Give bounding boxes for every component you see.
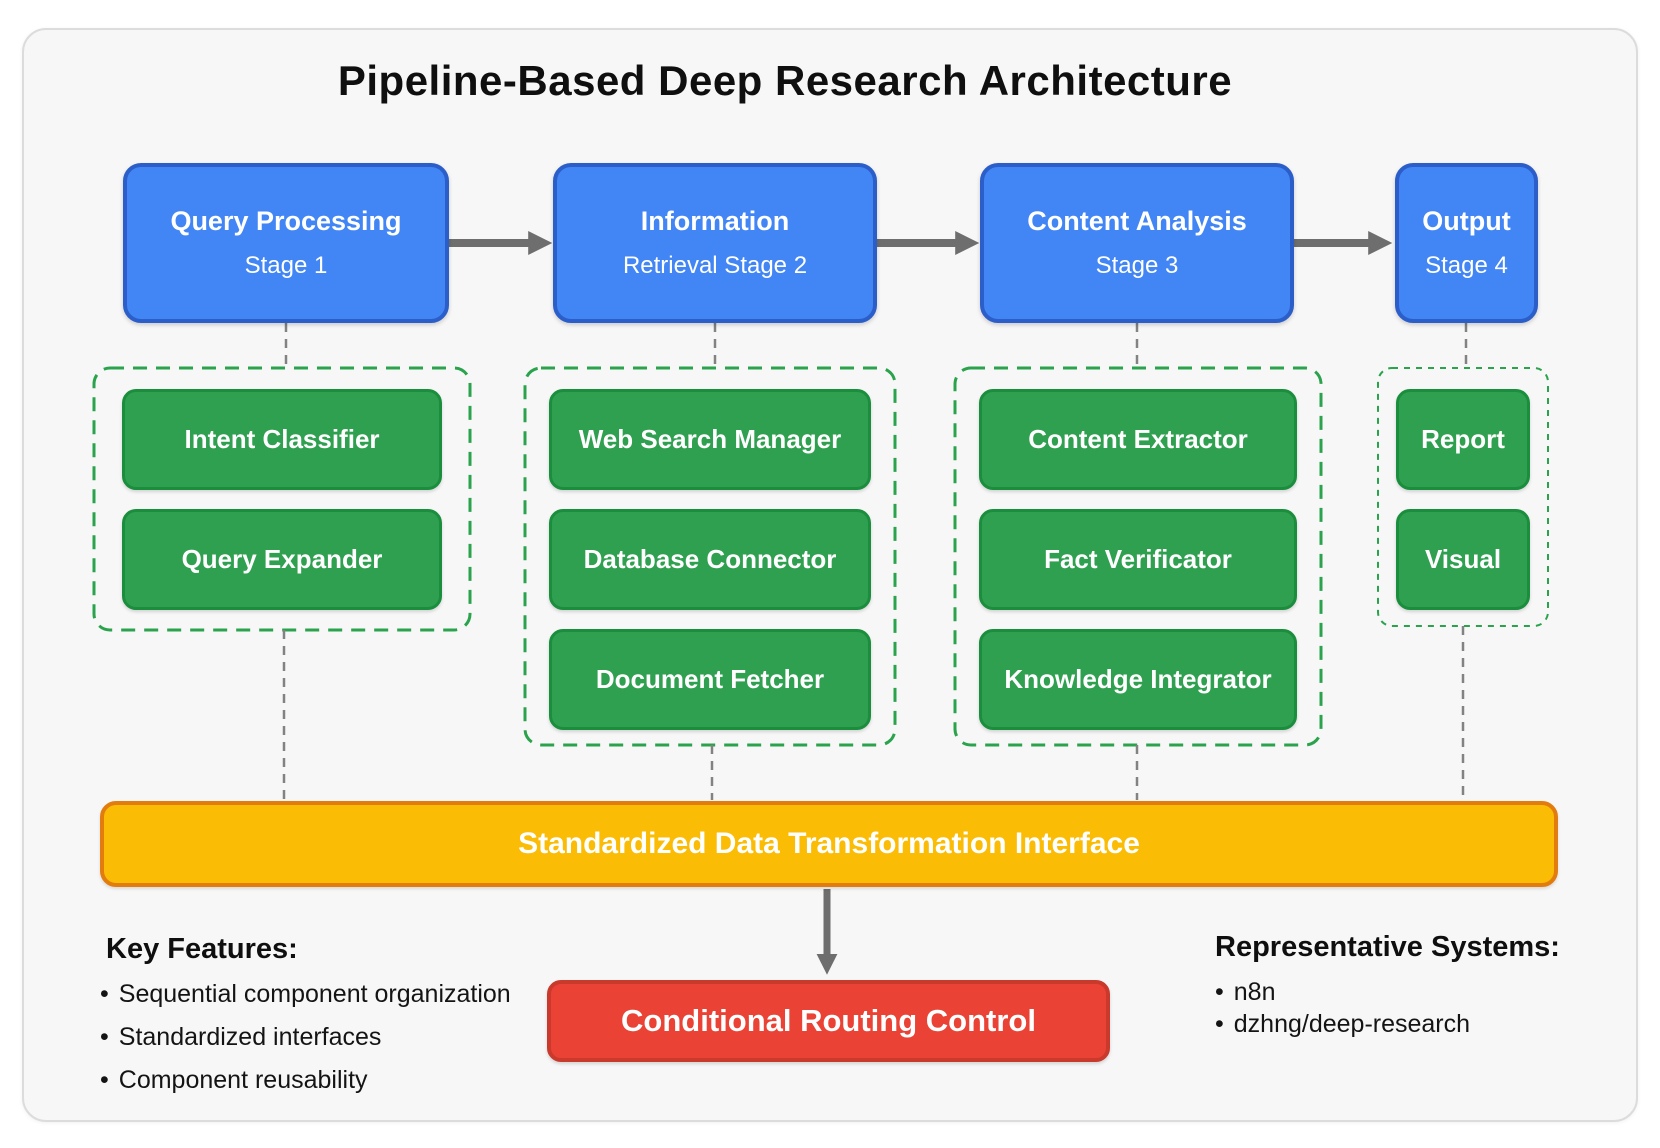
stage-box-content-analysis: Content Analysis Stage 3 bbox=[980, 163, 1294, 323]
key-feature-text: Standardized interfaces bbox=[118, 1023, 382, 1051]
key-features-heading: Key Features: bbox=[106, 933, 298, 965]
group-outline-content-analysis bbox=[953, 366, 1323, 747]
component-content-extractor: Content Extractor bbox=[979, 389, 1297, 490]
key-feature-item: • Sequential component organization bbox=[100, 980, 511, 1009]
component-report: Report bbox=[1396, 389, 1530, 490]
representative-systems-heading: Representative Systems: bbox=[1215, 931, 1560, 963]
stage-label: Stage 4 bbox=[1425, 252, 1508, 279]
stage-box-query-processing: Query Processing Stage 1 bbox=[123, 163, 449, 323]
stage-name: Query Processing bbox=[170, 206, 402, 236]
component-fact-verificator: Fact Verificator bbox=[979, 509, 1297, 610]
group-outline-query-processing bbox=[92, 366, 472, 632]
bullet-icon: • bbox=[100, 1023, 109, 1051]
component-visual: Visual bbox=[1396, 509, 1530, 610]
component-web-search-manager: Web Search Manager bbox=[549, 389, 871, 490]
interface-bar-label: Standardized Data Transformation Interfa… bbox=[518, 827, 1140, 860]
component-document-fetcher: Document Fetcher bbox=[549, 629, 871, 730]
group-outline-information-retrieval bbox=[523, 366, 897, 747]
key-feature-text: Component reusability bbox=[118, 1066, 368, 1094]
key-feature-item: • Standardized interfaces bbox=[100, 1023, 381, 1052]
bullet-icon: • bbox=[1215, 1010, 1224, 1038]
bullet-icon: • bbox=[100, 980, 109, 1008]
stage-box-information-retrieval: Information Retrieval Stage 2 bbox=[553, 163, 877, 323]
stage-name: Output bbox=[1422, 206, 1511, 236]
key-feature-text: Sequential component organization bbox=[118, 980, 511, 1008]
diagram-title: Pipeline-Based Deep Research Architectur… bbox=[337, 57, 1233, 104]
representative-system-text: n8n bbox=[1233, 978, 1276, 1006]
bullet-icon: • bbox=[100, 1066, 109, 1094]
representative-system-item: • dzhng/deep-research bbox=[1215, 1010, 1470, 1039]
interface-bar: Standardized Data Transformation Interfa… bbox=[100, 801, 1558, 887]
routing-control-label: Conditional Routing Control bbox=[621, 1003, 1036, 1038]
stage-label: Stage 1 bbox=[244, 252, 328, 279]
component-knowledge-integrator: Knowledge Integrator bbox=[979, 629, 1297, 730]
representative-system-text: dzhng/deep-research bbox=[1233, 1010, 1471, 1038]
stage-label: Stage 3 bbox=[1095, 252, 1179, 279]
group-outline-output bbox=[1377, 367, 1549, 627]
stage-label: Retrieval Stage 2 bbox=[622, 252, 808, 279]
stage-name: Information bbox=[640, 206, 790, 236]
stage-box-output: Output Stage 4 bbox=[1395, 163, 1538, 323]
key-feature-item: • Component reusability bbox=[100, 1066, 368, 1095]
component-query-expander: Query Expander bbox=[122, 509, 442, 610]
bullet-icon: • bbox=[1215, 978, 1224, 1006]
stage-name: Content Analysis bbox=[1027, 206, 1247, 236]
routing-control-box: Conditional Routing Control bbox=[547, 980, 1110, 1062]
component-database-connector: Database Connector bbox=[549, 509, 871, 610]
component-intent-classifier: Intent Classifier bbox=[122, 389, 442, 490]
representative-system-item: • n8n bbox=[1215, 978, 1275, 1007]
